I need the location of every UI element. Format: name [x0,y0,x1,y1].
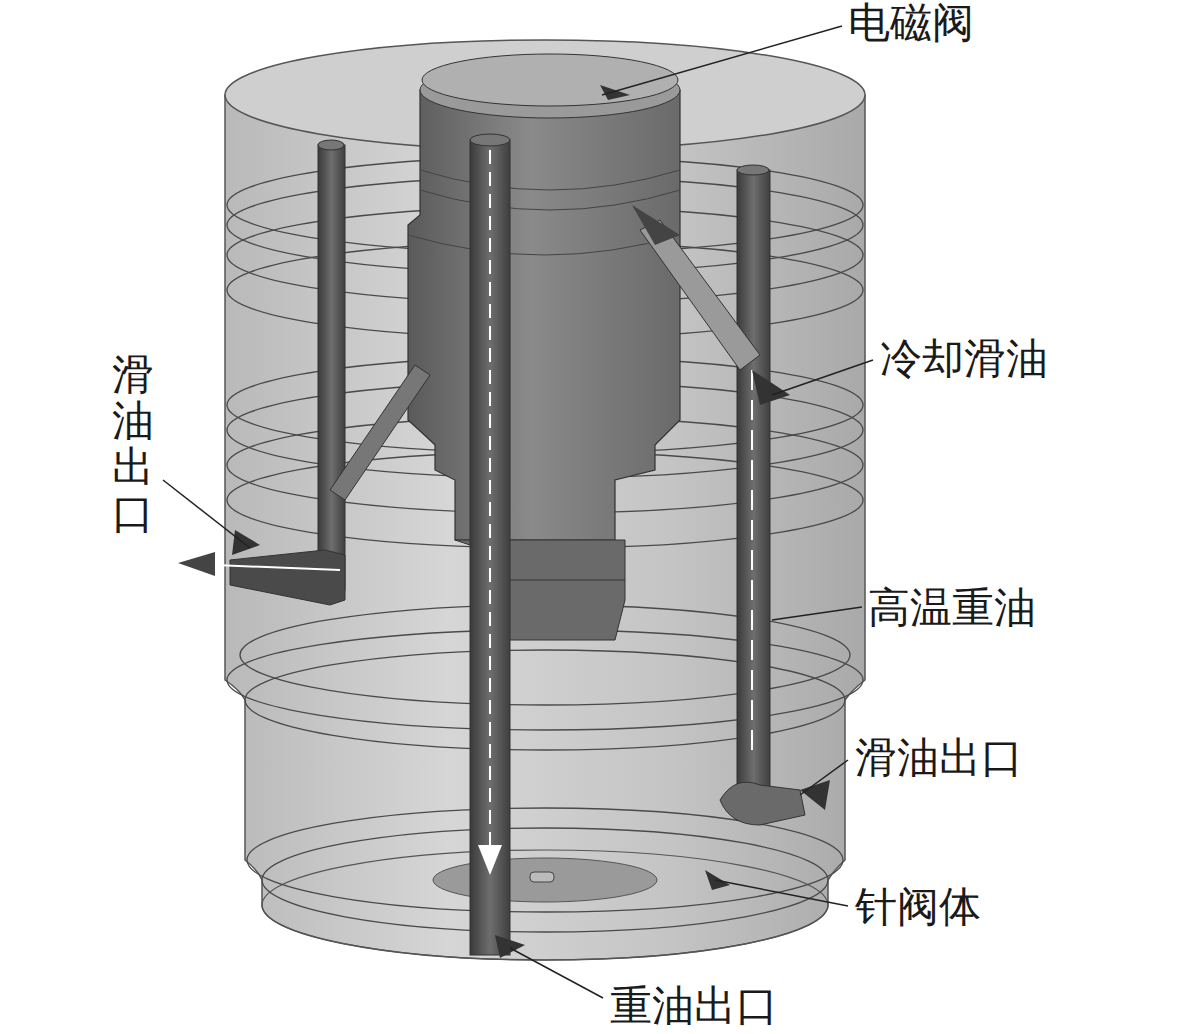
lube-pipe-right [632,165,830,825]
heavy-oil-pipe [470,134,525,958]
part-label: 滑油出口 [855,737,1023,779]
part-label: 重油出口 [610,985,778,1027]
part-label: 高温重油 [868,587,1036,629]
housing [225,40,865,960]
part-label: 针阀体 [855,886,981,928]
lube-pipe-left [178,140,430,605]
part-label: 滑油出口 [112,352,154,537]
needle-valve-body [433,858,657,902]
solenoid-valve [408,54,680,640]
part-label: 电磁阀 [848,2,974,44]
leader-lines [163,26,873,998]
part-label: 冷却滑油 [880,338,1048,380]
